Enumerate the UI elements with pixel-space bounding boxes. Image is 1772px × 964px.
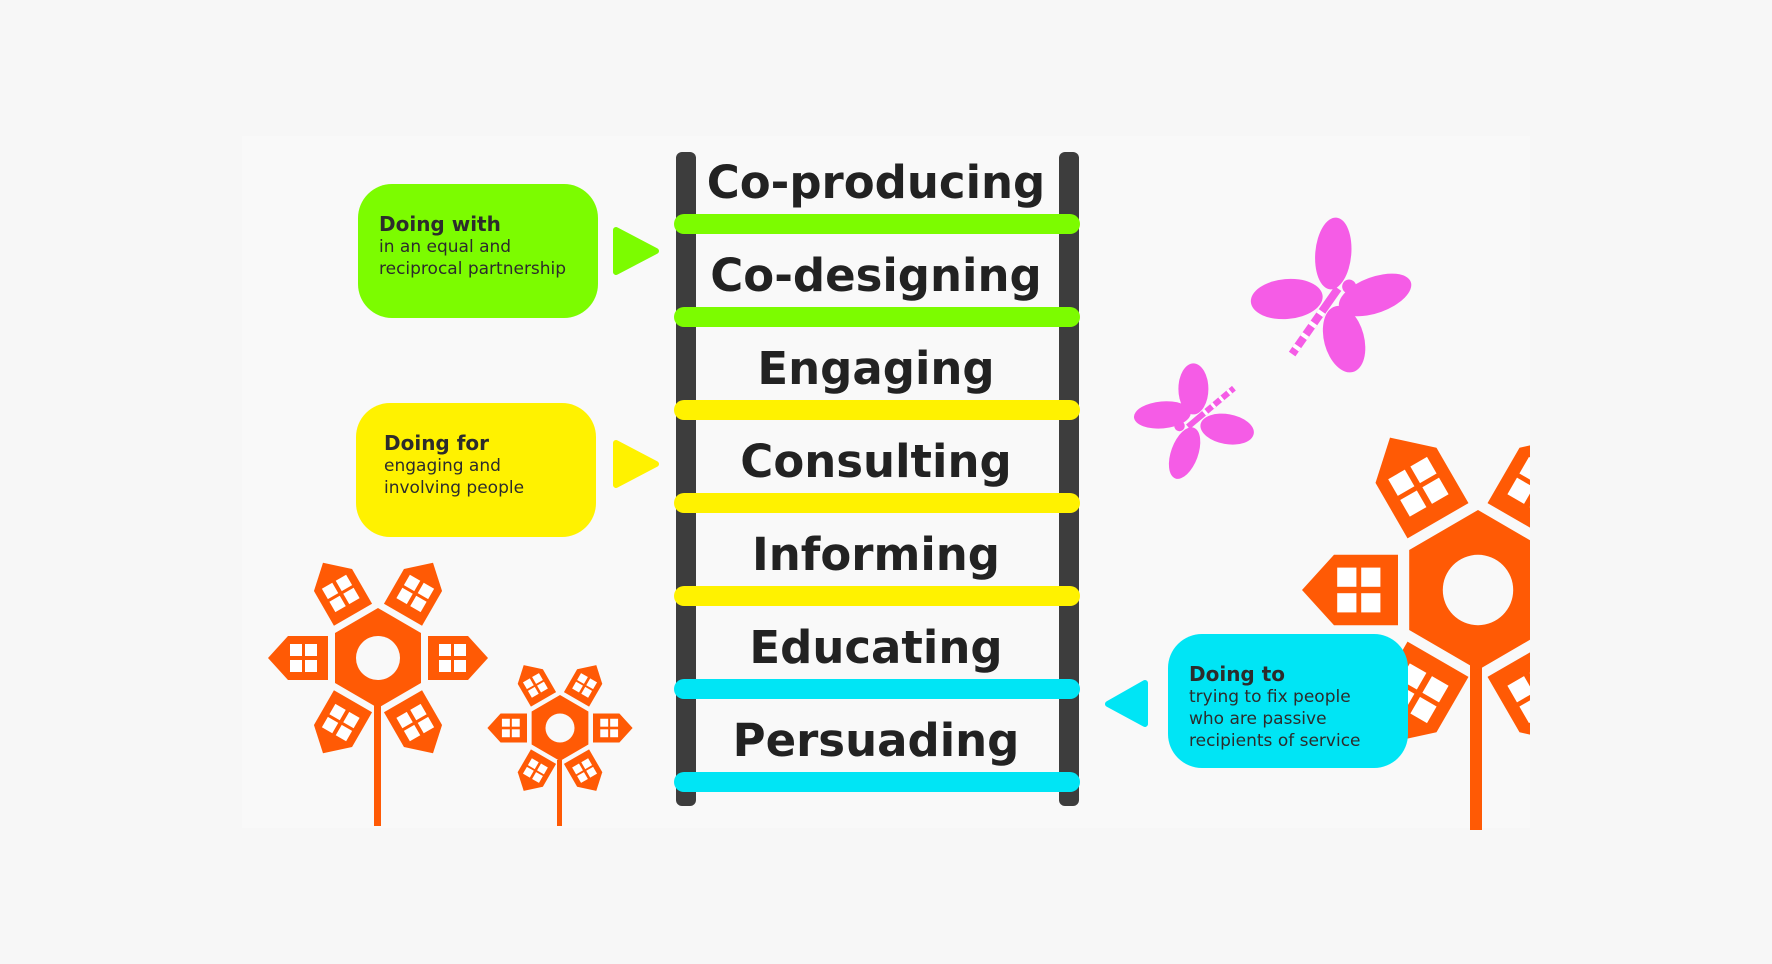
- ladder-rung: [674, 772, 1080, 792]
- ladder-rung: [674, 307, 1080, 327]
- ladder-rung: [674, 214, 1080, 234]
- step-informing: Informing: [751, 528, 1001, 581]
- step-educating: Educating: [749, 621, 1003, 674]
- step-co-designing: Co-designing: [710, 249, 1042, 302]
- step-persuading: Persuading: [732, 714, 1020, 767]
- house-flower-large-left: [268, 551, 488, 826]
- arrow-doing-with: [613, 227, 659, 275]
- ladder-rail-right: [1059, 152, 1079, 806]
- arrow-doing-for: [613, 440, 659, 488]
- arrow-doing-to: [1105, 680, 1148, 727]
- callout-doing-for: Doing for engaging and involving people: [356, 403, 596, 537]
- step-engaging: Engaging: [757, 342, 995, 395]
- step-co-producing: Co-producing: [706, 156, 1046, 209]
- callout-title: Doing to: [1189, 662, 1286, 686]
- callout-title: Doing with: [379, 212, 501, 236]
- ladder-rung: [674, 586, 1080, 606]
- callout-description: engaging and involving people: [384, 456, 525, 498]
- callout-doing-to: Doing to trying to fix people who are pa…: [1168, 634, 1408, 768]
- ladder-rung: [674, 400, 1080, 420]
- callout-description: trying to fix people who are passive rec…: [1189, 687, 1361, 751]
- ladder-rung: [674, 493, 1080, 513]
- callout-title: Doing for: [384, 431, 490, 455]
- dragonfly-large: [1250, 217, 1412, 373]
- dragonfly-small: [1133, 363, 1254, 479]
- callout-description: in an equal and reciprocal partnership: [379, 237, 567, 279]
- step-consulting: Consulting: [740, 435, 1012, 488]
- callout-doing-with: Doing with in an equal and reciprocal pa…: [358, 184, 598, 318]
- ladder-rung: [674, 679, 1080, 699]
- house-flower-large-right: [1302, 419, 1530, 830]
- house-flower-small-left: [487, 657, 633, 826]
